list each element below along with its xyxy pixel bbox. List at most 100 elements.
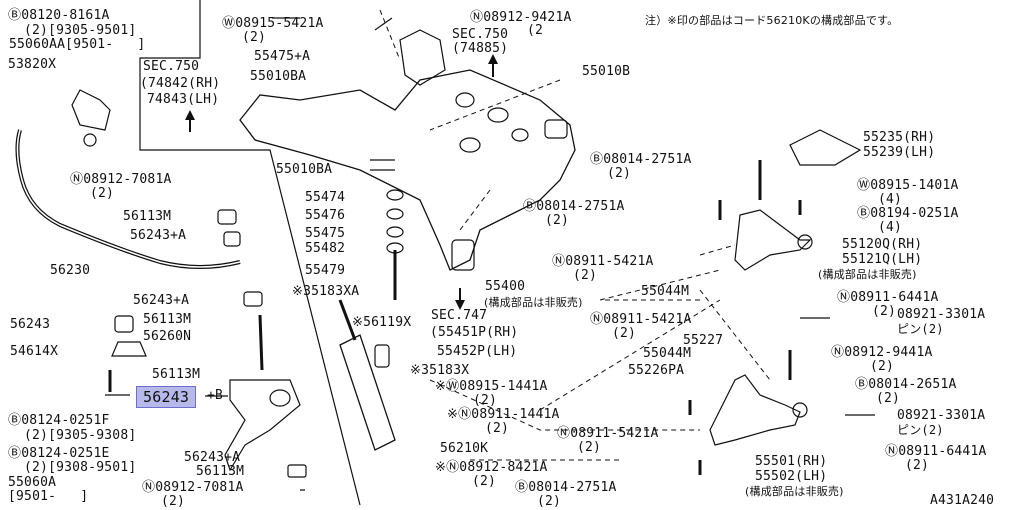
leader-frame-line	[139, 0, 361, 506]
part-label: 55475	[305, 226, 346, 241]
part-label: (2)	[612, 326, 637, 341]
upper-arm-part	[734, 209, 812, 271]
part-label: 55474	[305, 190, 346, 205]
part-label: (2)	[607, 166, 632, 181]
part-label: 56210K	[440, 441, 489, 456]
part-label: (2)	[872, 304, 897, 319]
part-label: ※35183X	[410, 363, 470, 378]
shock-absorber-part	[339, 334, 396, 451]
part-label: 56243+A	[130, 228, 187, 243]
part-label: 54614X	[10, 344, 59, 359]
part-label: 08921-3301A	[897, 307, 986, 322]
part-label: 55227	[683, 333, 724, 348]
section-ref: SEC.750	[143, 59, 200, 74]
part-label: (4)	[878, 192, 903, 207]
part-label: Ⓝ08911-6441A	[885, 444, 987, 459]
part-label: 56113M	[143, 312, 192, 327]
part-label: 55475+A	[254, 49, 311, 64]
part-label: +B	[207, 388, 224, 403]
section-ref: (55451P(RH)	[430, 325, 519, 340]
part-label: (2)	[905, 458, 930, 473]
part-label: 56113M	[123, 209, 172, 224]
part-label: 55010BA	[250, 69, 307, 84]
part-label: (2)	[90, 186, 115, 201]
part-label: 55400	[485, 279, 526, 294]
part-note: (構成部品は非販売)	[745, 485, 844, 498]
part-label: (2)	[876, 391, 901, 406]
part-note: ピン(2)	[897, 423, 944, 437]
part-label: (2)	[242, 30, 267, 45]
part-label: 55502(LH)	[755, 469, 828, 484]
part-label: 53820X	[8, 57, 57, 72]
part-label: 56113M	[196, 464, 245, 479]
part-label: 55479	[305, 263, 346, 278]
part-label: 55226PA	[628, 363, 685, 378]
part-label: Ⓑ08014-2751A	[523, 199, 625, 214]
part-label: 56243+A	[133, 293, 190, 308]
part-label: 56260N	[143, 329, 192, 344]
crossmember-part	[239, 69, 576, 271]
part-label: Ⓝ08912-9421A	[470, 10, 572, 25]
diagram-id: A431A240	[930, 493, 995, 508]
section-ref: 55452P(LH)	[437, 344, 518, 359]
part-label: 55121Q(LH)	[842, 252, 923, 267]
part-label: ※Ⓝ08912-8421A	[435, 460, 548, 475]
part-note: (構成部品は非販売)	[818, 268, 917, 281]
part-label: 55235(RH)	[863, 130, 936, 145]
part-label: 56243+A	[184, 450, 241, 465]
part-label: (2)	[545, 213, 570, 228]
bushing-part	[83, 133, 97, 147]
part-label: (2)	[573, 268, 598, 283]
part-note: ピン(2)	[897, 322, 944, 336]
highlighted-part-label[interactable]: 56243	[136, 386, 197, 408]
part-label: 55476	[305, 208, 346, 223]
part-label: Ⓦ08915-5421A	[222, 16, 324, 31]
part-label: 56113M	[152, 367, 201, 382]
part-label: Ⓑ08124-0251E	[8, 446, 110, 461]
lower-arm-part	[224, 379, 301, 472]
part-label: (2)	[577, 440, 602, 455]
part-label: 55120Q(RH)	[842, 237, 923, 252]
part-label: Ⓑ08014-2651A	[855, 377, 957, 392]
part-label: ※Ⓦ08915-1441A	[435, 379, 548, 394]
part-label: Ⓝ08911-5421A	[557, 426, 659, 441]
part-label: (2	[527, 23, 544, 38]
part-label: 08921-3301A	[897, 408, 986, 423]
part-label: 55010B	[582, 64, 631, 79]
part-label: Ⓝ08911-6441A	[837, 290, 939, 305]
part-label: (2)[9305-9308]	[24, 428, 137, 443]
part-label: (2)[9305-9501]	[24, 23, 137, 38]
part-label: Ⓝ08912-9441A	[831, 345, 933, 360]
section-ref: SEC.750	[452, 27, 509, 42]
part-label: 55060AA[9501- ]	[9, 37, 146, 52]
part-label: Ⓝ08911-5421A	[590, 312, 692, 327]
part-label: Ⓝ08912-7081A	[70, 172, 172, 187]
arrow-up-icon	[185, 110, 195, 120]
part-label: 55239(LH)	[863, 145, 936, 160]
part-label: Ⓦ08915-1401A	[857, 178, 959, 193]
bracket-part	[71, 89, 111, 131]
section-ref: 74843(LH)	[147, 92, 220, 107]
part-label: Ⓝ08911-5421A	[552, 254, 654, 269]
section-ref: (74885)	[452, 41, 509, 56]
footnote: 注）※印の部品はコード56210Kの構成部品です。	[645, 14, 899, 27]
part-label: 55060A	[8, 475, 57, 490]
part-label: (2)[9308-9501]	[24, 460, 137, 475]
bushing-part	[217, 209, 237, 225]
section-ref: (74842(RH)	[140, 76, 221, 91]
part-label: (2)	[870, 359, 895, 374]
arrow-up-icon	[488, 54, 498, 64]
part-label: 56243	[10, 317, 51, 332]
part-label: Ⓑ08120-8161A	[8, 8, 110, 23]
part-label: ※Ⓝ08911-1441A	[447, 407, 560, 422]
section-ref: SEC.747	[431, 308, 488, 323]
lower-arm-right-part	[709, 374, 801, 446]
part-label: (2)	[473, 393, 498, 408]
part-label: 55501(RH)	[755, 454, 828, 469]
part-label: (2)	[485, 421, 510, 436]
part-label: Ⓑ08014-2751A	[590, 152, 692, 167]
part-label: [9501- ]	[8, 489, 89, 504]
part-label: Ⓑ08124-0251F	[8, 413, 110, 428]
